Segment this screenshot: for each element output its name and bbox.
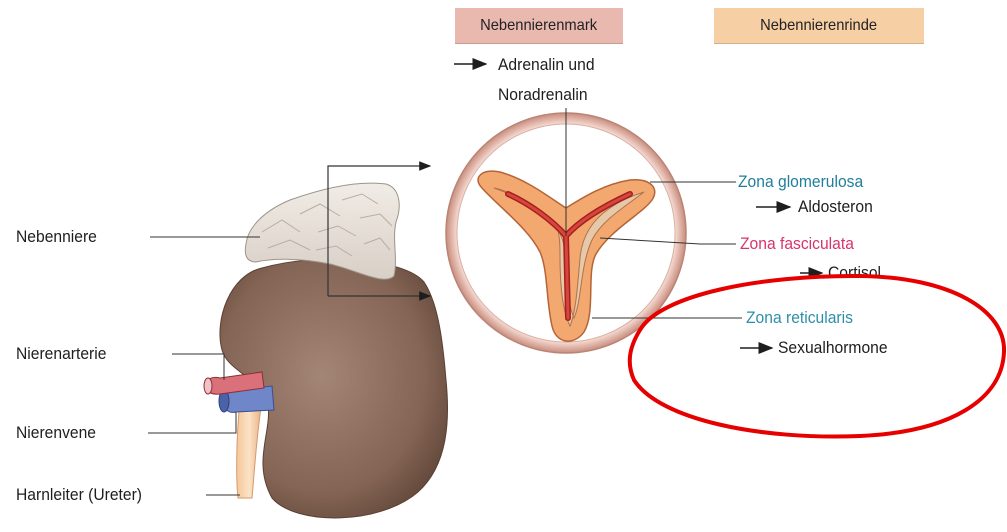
zone-glomerulosa-name: Zona glomerulosa — [738, 172, 863, 192]
leader-artery — [172, 354, 224, 380]
leader-vein — [148, 412, 236, 433]
header-cortex: Nebennierenrinde — [714, 8, 924, 44]
label-vein: Nierenvene — [16, 423, 96, 443]
label-artery: Nierenarterie — [16, 344, 106, 364]
header-cortex-label: Nebennierenrinde — [760, 17, 877, 35]
zone-glomerulosa-hormone: Aldosteron — [798, 197, 873, 217]
header-medulla-label: Nebennierenmark — [480, 17, 597, 35]
zone-fasciculata-name: Zona fasciculata — [740, 234, 854, 254]
label-adrenal: Nebenniere — [16, 227, 97, 247]
medulla-hormone-line1: Adrenalin und — [498, 55, 595, 75]
label-ureter: Harnleiter (Ureter) — [16, 485, 142, 505]
zone-reticularis-hormone: Sexualhormone — [778, 338, 888, 358]
ureter-shape — [237, 400, 262, 498]
zone-reticularis-name: Zona reticularis — [746, 308, 853, 328]
medulla-hormone-line2: Noradrenalin — [498, 85, 588, 105]
zone-fasciculata-hormone: Cortisol — [828, 263, 881, 283]
header-medulla: Nebennierenmark — [455, 8, 623, 44]
